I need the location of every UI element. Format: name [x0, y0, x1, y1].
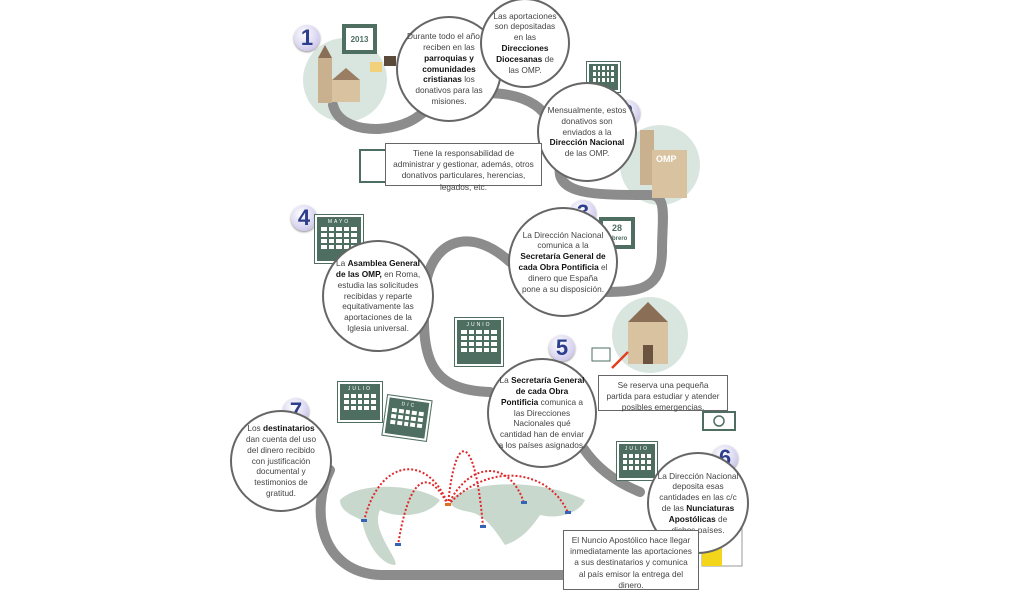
calendar-junio-icon: JUNIO	[454, 317, 504, 367]
calendar-julio-icon: JULIO	[616, 441, 658, 481]
step-3-text: La Dirección Nacional comunica a la Secr…	[508, 207, 618, 317]
text: La Dirección Nacional comunica a la	[522, 229, 604, 251]
text: en Roma, estudia las solicitudes recibid…	[337, 269, 421, 333]
calendar-day: 28	[611, 223, 622, 233]
step-4-text: La Asamblea General de las OMP, en Roma,…	[322, 240, 434, 352]
text: destinatarios	[263, 423, 315, 434]
step-badge-1: 1	[294, 25, 320, 51]
text: Durante todo el año se reciben en las	[407, 31, 491, 53]
step-7-text: Los destinatarios dan cuenta del uso del…	[230, 410, 332, 512]
text: dan cuenta del uso del dinero recibido c…	[245, 434, 317, 498]
step-5-text: La Secretaría General de cada Obra Ponti…	[487, 358, 597, 468]
arrow-icon	[611, 351, 629, 369]
omp-building-icon	[640, 130, 687, 198]
text: de dichos países.	[671, 513, 728, 535]
text: comunica a las Direcciones Nacionales qu…	[498, 396, 586, 450]
note-direccion-nacional: Tiene la responsabilidad de administrar …	[385, 143, 542, 192]
text: La	[336, 258, 348, 269]
note-nuncio: El Nuncio Apostólico hace llegar inmedia…	[563, 530, 699, 590]
text: parroquias y comunidades cristianas	[422, 52, 476, 85]
omp-label: OMP	[656, 154, 677, 164]
step-1b-text: Las aportaciones son depositadas en las …	[480, 0, 570, 88]
text: Secretaría General de cada Obra Pontific…	[518, 251, 606, 272]
secretaria-building-icon	[628, 302, 668, 364]
destination-markers	[361, 501, 571, 546]
document-icon	[359, 149, 387, 183]
text: los donativos para las misiones.	[415, 74, 483, 106]
text: Dirección Nacional	[549, 137, 625, 148]
step-2-text: Mensualmente, estos donativos son enviad…	[537, 82, 637, 182]
text: Secretaría General de cada Obra Pontific…	[500, 375, 585, 407]
calendar-2013-icon: 2013	[342, 24, 377, 54]
hand-icon	[384, 56, 396, 66]
text: de las OMP.	[508, 53, 554, 75]
origin-marker	[445, 503, 451, 506]
calendar-month: JULIO	[624, 446, 650, 452]
text: Las aportaciones son depositadas en las	[493, 10, 557, 43]
donation-hand-icon	[370, 62, 382, 72]
text: Direcciones Diocesanas	[496, 43, 549, 64]
text: Asamblea General de las OMP,	[335, 258, 420, 280]
calendar-month: febrero	[606, 236, 628, 242]
step-badge-5: 5	[549, 335, 575, 361]
text: Los	[247, 423, 264, 434]
world-map	[340, 484, 585, 565]
money-icon	[702, 411, 736, 431]
text: de las OMP.	[564, 148, 610, 159]
text: Mensualmente, estos donativos son enviad…	[547, 105, 627, 137]
text: Nunciaturas Apostólicas	[668, 503, 735, 524]
calendar-julio-icon: JULIO	[337, 381, 383, 423]
text: La	[499, 375, 512, 386]
envelope-icon	[591, 347, 611, 362]
calendar-month: JUNIO	[466, 322, 492, 328]
text: La Dirección Nacional deposita esas cant…	[657, 470, 739, 513]
calendar-month: MAYO	[327, 219, 351, 225]
transfer-arcs	[363, 450, 569, 546]
calendar-dic-icon: DIC	[381, 393, 433, 443]
text: el dinero que España pone a su disposici…	[521, 262, 608, 294]
calendar-month: JULIO	[347, 386, 373, 392]
church-icon	[318, 45, 360, 103]
step-badge-4: 4	[291, 205, 317, 231]
note-reserva: Se reserva una pequeña partida para estu…	[598, 375, 728, 412]
